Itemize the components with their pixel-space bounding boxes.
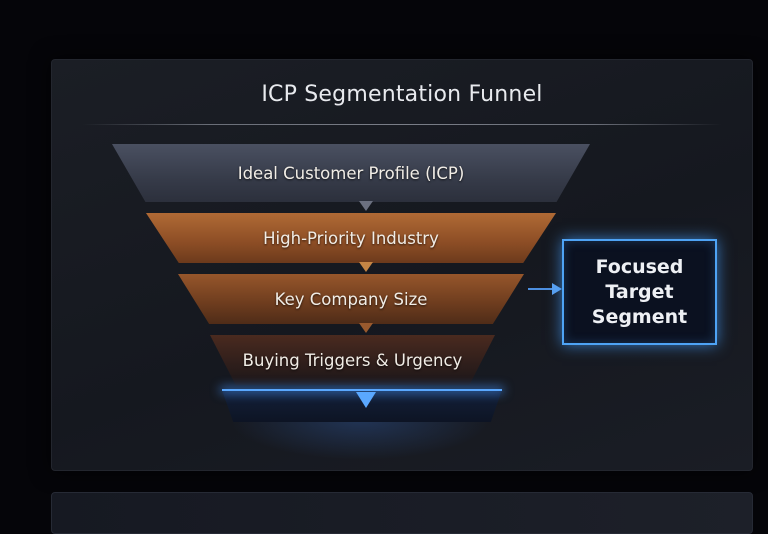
- funnel-stage-industry: High-Priority Industry: [146, 213, 556, 263]
- target-line-1: Focused: [595, 255, 684, 278]
- title-divider: [82, 124, 722, 125]
- diagram-title: ICP Segmentation Funnel: [261, 82, 543, 107]
- secondary-panel: [51, 492, 753, 534]
- down-arrow-icon: [359, 262, 373, 272]
- down-arrow-icon: [356, 392, 376, 408]
- funnel-glow-line: [222, 389, 502, 391]
- target-line-3: Segment: [591, 305, 688, 328]
- funnel-stage-buying-triggers: Buying Triggers & Urgency: [210, 335, 495, 385]
- focused-target-segment-box: Focused Target Segment: [562, 239, 717, 345]
- target-line-2: Target: [605, 280, 674, 303]
- funnel-stage-company-size: Key Company Size: [178, 274, 524, 324]
- down-arrow-icon: [359, 201, 373, 211]
- stage-label: Buying Triggers & Urgency: [242, 350, 463, 370]
- stage-label: High-Priority Industry: [263, 228, 439, 248]
- down-arrow-icon: [359, 323, 373, 333]
- right-arrow-icon: [528, 288, 554, 290]
- stage-label: Key Company Size: [274, 289, 428, 309]
- right-arrowhead-icon: [552, 283, 562, 295]
- funnel-stage-icp: Ideal Customer Profile (ICP): [112, 144, 590, 202]
- stage-label: Ideal Customer Profile (ICP): [237, 163, 465, 183]
